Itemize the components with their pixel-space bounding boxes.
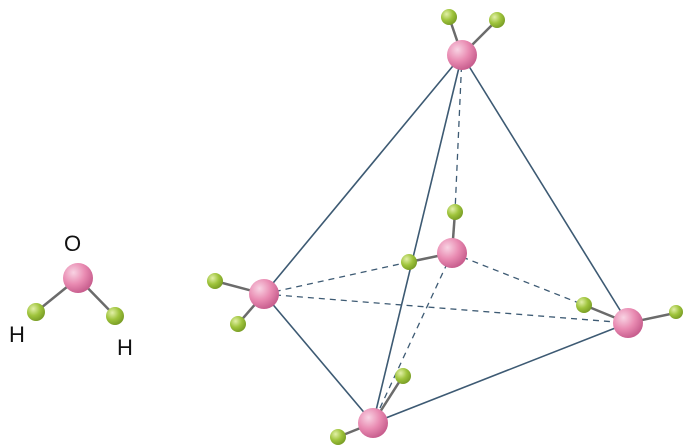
hydrogen-atom [576, 297, 592, 313]
hydrogen-bonds [263, 54, 629, 424]
hbond-center-right [451, 252, 585, 306]
oxygen-atom [63, 263, 93, 293]
hydrogen-right-label: H [117, 335, 133, 360]
hydrogen-atom [441, 9, 457, 25]
hbond-left-center [263, 261, 410, 295]
cluster-oh-bonds [214, 16, 681, 439]
hydrogen-atom [330, 429, 346, 445]
hydrogen-left-label: H [9, 322, 25, 347]
hydrogen-atom [230, 316, 246, 332]
cluster-oxygen-atoms [249, 40, 643, 438]
hbond-top-center [454, 54, 463, 213]
hydrogen-atom-left [27, 303, 45, 321]
hydrogen-atom [489, 12, 505, 28]
cluster-hydrogen-atoms [207, 9, 683, 445]
hydrogen-atom [401, 254, 417, 270]
edge-top-right [461, 54, 629, 324]
oxygen-atom-center [437, 238, 467, 268]
oxygen-atom-top [447, 40, 477, 70]
oxygen-label: O [64, 231, 82, 256]
hbond-left-right [263, 293, 629, 324]
hbond-center-bottom [372, 252, 453, 424]
edge-top-left [263, 54, 463, 295]
edge-bottom-right [372, 322, 629, 424]
hydrogen-atom [395, 368, 411, 384]
hydrogen-atom [207, 273, 223, 289]
oxygen-atom-right [613, 308, 643, 338]
hydrogen-atom-right [106, 307, 124, 325]
hydrogen-atom [447, 204, 463, 220]
single-water-molecule [27, 263, 124, 325]
hydrogen-atom [669, 305, 683, 319]
edge-left-bottom [263, 293, 374, 424]
oxygen-atom-bottom [358, 408, 388, 438]
edge-top-bottom [372, 54, 463, 424]
oxygen-atom-left [249, 279, 279, 309]
tetrahedron-edges [263, 54, 629, 424]
